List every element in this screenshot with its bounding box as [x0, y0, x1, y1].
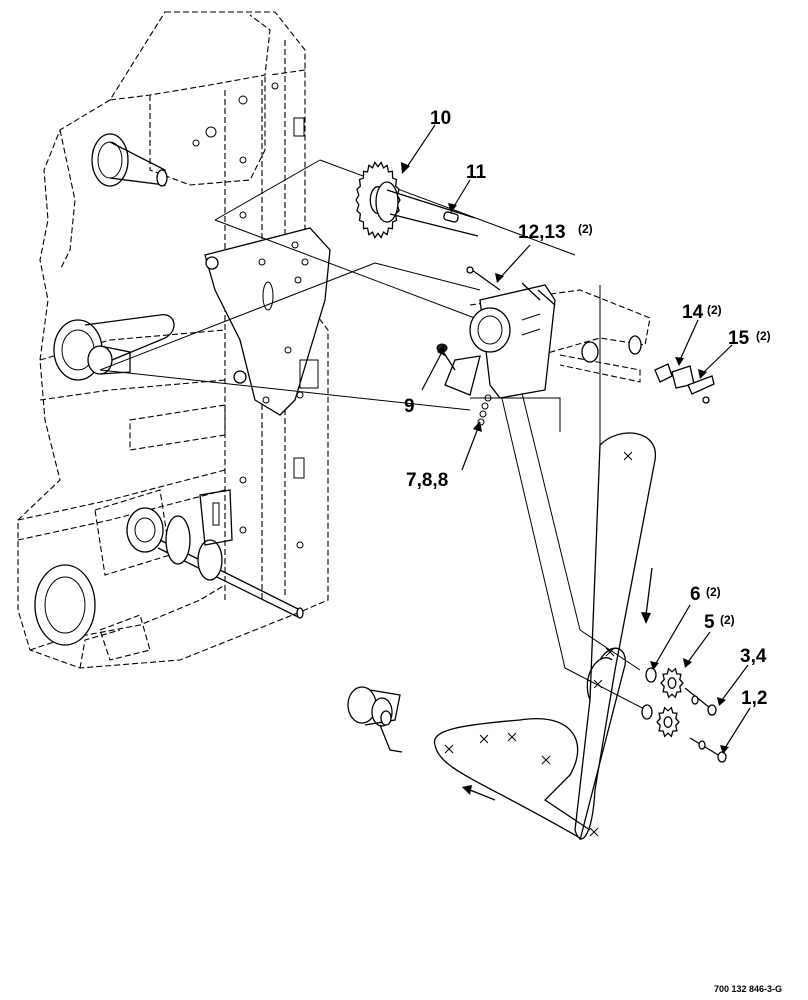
callout-14: 14 (2) — [682, 302, 722, 323]
callout-number: 15 — [728, 328, 750, 349]
callout-quantity: (2) — [756, 329, 771, 343]
callout-quantity: (2) — [707, 303, 722, 317]
callout-number: 3,4 — [740, 646, 767, 667]
callout-number: 7,8,8 — [406, 470, 448, 491]
document-number: 700 132 846-3-G — [714, 984, 782, 994]
sprocket-hub — [667, 677, 677, 689]
callout-6: 6 (2) — [690, 584, 721, 605]
callout-quantity: (2) — [578, 222, 593, 236]
parts-14-15 — [654, 363, 715, 404]
callout-number: 10 — [430, 108, 451, 129]
callout-number: 1,2 — [741, 688, 767, 709]
callout-12-13: 12,13 (2) — [518, 222, 593, 243]
callout-9: 9 — [404, 396, 415, 417]
callout-15: 15 (2) — [728, 328, 771, 349]
tensioner-bracket — [436, 266, 651, 426]
callout-number: 14 — [682, 302, 704, 323]
key-11 — [443, 211, 459, 223]
callout-number: 12,13 — [518, 222, 566, 243]
lower-drive-assembly — [34, 489, 304, 661]
chain-path-lines — [99, 159, 651, 713]
callout-11: 11 — [466, 162, 487, 183]
chain-loop — [574, 432, 656, 841]
lower-chain-sprockets — [347, 686, 591, 839]
callout-5: 5 (2) — [704, 612, 735, 633]
callout-3-4: 3,4 — [740, 646, 767, 667]
callout-1-2: 1,2 — [741, 688, 767, 709]
sprocket-10 — [355, 161, 479, 239]
mounting-plate — [204, 227, 331, 416]
sprocket-hub — [663, 716, 673, 728]
leader-lines — [401, 124, 751, 754]
upper-bearing-shaft — [91, 133, 168, 187]
callout-number: 9 — [404, 396, 415, 417]
callout-7-8-8: 7,8,8 — [406, 470, 448, 491]
direction-arrow-left — [462, 785, 496, 801]
middle-bearing-pulley — [53, 314, 175, 381]
machine-frame — [17, 11, 329, 669]
idler-sprocket-lower — [641, 704, 727, 763]
direction-arrow-down — [641, 567, 653, 624]
callout-number: 11 — [466, 162, 487, 183]
callout-number: 6 — [690, 584, 701, 605]
idler-sprocket-upper — [645, 667, 717, 716]
callout-number: 5 — [704, 612, 715, 633]
callout-quantity: (2) — [706, 585, 721, 599]
callout-10: 10 — [430, 108, 451, 129]
callout-quantity: (2) — [720, 613, 735, 627]
